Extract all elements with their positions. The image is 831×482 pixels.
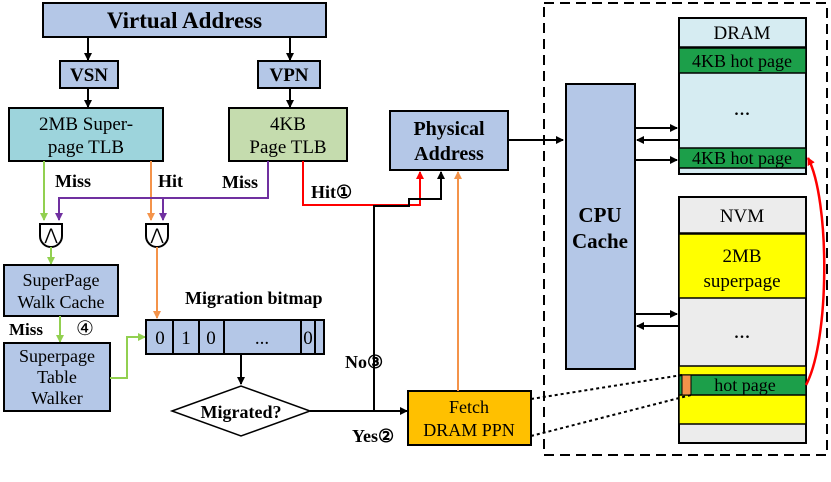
superpage-tlb-line2: page TLB bbox=[48, 137, 124, 158]
dram-hot-page-bottom-label: 4KB hot page bbox=[692, 148, 792, 168]
bitmap-cell: ... bbox=[255, 328, 269, 349]
fetch-line2: DRAM PPN bbox=[423, 420, 515, 440]
vpn-box bbox=[257, 60, 321, 89]
and-gate-left bbox=[39, 223, 63, 248]
nvm-superpage-line2: superpage bbox=[703, 271, 780, 292]
and-symbol-left: ⋀ bbox=[43, 227, 58, 244]
nvm-ellipsis: ... bbox=[734, 318, 751, 343]
superpage-tlb-line1: 2MB Super- bbox=[39, 114, 133, 135]
vsn-box bbox=[59, 60, 119, 89]
walk-cache-line2: Walk Cache bbox=[17, 292, 104, 312]
nvm-hot-page-label: hot page bbox=[714, 375, 775, 395]
nvm-superpage bbox=[678, 233, 807, 299]
cpu-cache-line1: CPU bbox=[578, 203, 621, 227]
table-walker-box bbox=[3, 342, 111, 412]
nvm-title: NVM bbox=[720, 206, 764, 227]
physical-address-line2: Address bbox=[414, 143, 484, 165]
table-walker-line3: Walker bbox=[31, 388, 83, 408]
nvm-hot-page-marker bbox=[681, 374, 692, 396]
virtual-address-label: Virtual Address bbox=[107, 8, 262, 33]
superpage-tlb-box bbox=[8, 107, 164, 162]
page-tlb-box bbox=[228, 107, 348, 162]
yes-two-label: Yes② bbox=[352, 426, 394, 446]
bitmap-cell: 0 bbox=[303, 328, 313, 349]
nvm-superpage-line1: 2MB bbox=[722, 246, 761, 267]
and-gate-mid bbox=[145, 223, 169, 248]
and-symbol-mid: ⋀ bbox=[149, 227, 164, 244]
fetch-box bbox=[407, 390, 532, 446]
hit-mid-label: Hit bbox=[158, 171, 183, 191]
bitmap-cell: 0 bbox=[206, 328, 216, 349]
migration-arrow bbox=[804, 157, 826, 386]
page-tlb-line1: 4KB bbox=[270, 114, 306, 135]
page-tlb-line2: Page TLB bbox=[249, 137, 326, 158]
fetch-line1: Fetch bbox=[449, 397, 489, 417]
dram-hot-page-top-label: 4KB hot page bbox=[692, 51, 792, 71]
table-walker-line1: Superpage bbox=[19, 346, 95, 366]
bitmap-box bbox=[145, 319, 325, 355]
physical-address-box bbox=[389, 110, 509, 171]
bitmap-cell: 0 bbox=[155, 328, 165, 349]
cpu-cache-box bbox=[565, 83, 636, 370]
virtual-address-box bbox=[42, 2, 327, 38]
dram-ellipsis: ... bbox=[734, 95, 751, 120]
bitmap-title: Migration bitmap bbox=[185, 288, 323, 308]
migrated-label: Migrated? bbox=[201, 402, 282, 422]
hit-one-label: Hit① bbox=[311, 182, 352, 202]
table-walker-line2: Table bbox=[37, 367, 77, 387]
no-three-label: No③ bbox=[345, 352, 383, 372]
miss-four-label: Miss bbox=[9, 320, 43, 339]
miss-mid-label: Miss bbox=[222, 172, 258, 192]
circle-four-label: ④ bbox=[76, 318, 94, 340]
bitmap-cell: 1 bbox=[181, 328, 191, 349]
physical-address-line1: Physical bbox=[413, 118, 485, 140]
dram-hot-page-bottom bbox=[678, 147, 807, 169]
walk-cache-box bbox=[3, 264, 119, 317]
vsn-label: VSN bbox=[70, 65, 108, 86]
miss-left-label: Miss bbox=[55, 171, 91, 191]
dram-title: DRAM bbox=[713, 23, 770, 44]
vpn-label: VPN bbox=[269, 65, 308, 86]
cpu-cache-line2: Cache bbox=[572, 229, 628, 253]
dram-hot-page-top bbox=[678, 47, 807, 74]
walk-cache-line1: SuperPage bbox=[23, 270, 100, 290]
